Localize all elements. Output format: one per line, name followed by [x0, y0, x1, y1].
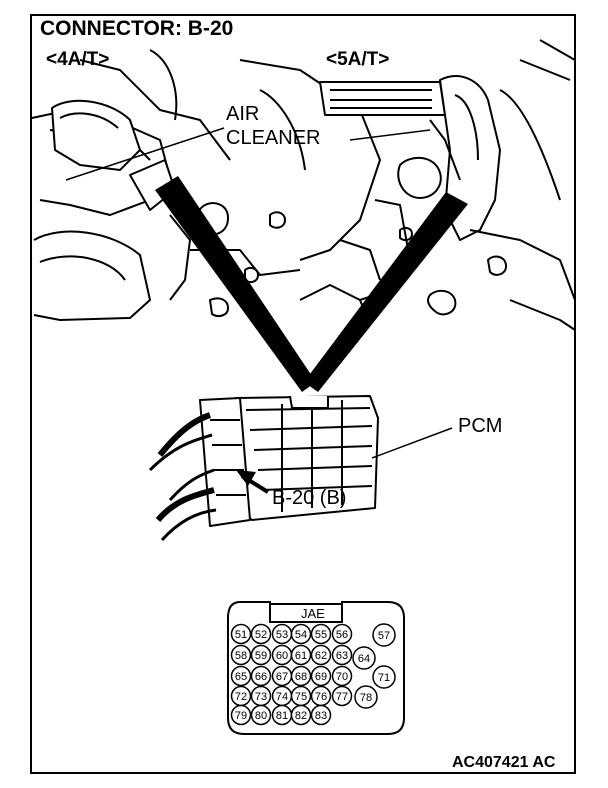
- connector-pin-label-61: 61: [295, 650, 307, 662]
- connector-pin-label-83: 83: [315, 710, 327, 722]
- connector-pin-label-75: 75: [295, 691, 307, 703]
- connector-pin-63: [331, 644, 353, 666]
- connector-pin-77: [331, 685, 353, 707]
- variant-label-right: <5A/T>: [326, 49, 390, 70]
- connector-pin-61: [290, 644, 312, 666]
- connector-pin-58: [230, 644, 252, 666]
- connector-pin-54: [290, 623, 312, 645]
- connector-pin-label-58: 58: [235, 650, 247, 662]
- connector-pointer-arrow: [236, 470, 270, 494]
- engine-bay-drawing: [31, 39, 576, 331]
- air-cleaner-label-line2: CLEANER: [226, 127, 321, 149]
- connector-pin-label-62: 62: [315, 650, 327, 662]
- connector-pin-label-81: 81: [276, 710, 288, 722]
- connector-pin-label-70: 70: [336, 671, 348, 683]
- connector-pin-label-77: 77: [336, 691, 348, 703]
- connector-pin-55: [310, 623, 332, 645]
- connector-pin-66: [250, 665, 272, 687]
- connector-pin-label-73: 73: [255, 691, 267, 703]
- connector-pin-label-66: 66: [255, 671, 267, 683]
- connector-pin-label-65: 65: [235, 671, 247, 683]
- connector-pin-label-55: 55: [315, 629, 327, 641]
- connector-pin-label-63: 63: [336, 650, 348, 662]
- connector-pin-79: [230, 704, 252, 726]
- connector-maker-label: JAE: [301, 606, 325, 621]
- connector-pin-69: [310, 665, 332, 687]
- connector-pin-label-71: 71: [378, 672, 390, 684]
- connector-pin-label-72: 72: [235, 691, 247, 703]
- connector-ref-label: B-20 (B): [272, 487, 347, 509]
- leader-lines: [65, 127, 453, 459]
- connector-pin-label-64: 64: [358, 653, 370, 665]
- connector-pin-label-60: 60: [276, 650, 288, 662]
- connector-pin-label-80: 80: [255, 710, 267, 722]
- connector-pin-label-53: 53: [276, 629, 288, 641]
- connector-pin-label-78: 78: [360, 692, 372, 704]
- connector-pin-68: [290, 665, 312, 687]
- pcm-unit: [148, 395, 379, 542]
- connector-pin-label-68: 68: [295, 671, 307, 683]
- connector-pin-52: [250, 623, 272, 645]
- connector-pin-label-76: 76: [315, 691, 327, 703]
- air-cleaner-label-line1: AIR: [226, 103, 260, 125]
- connector-pin-70: [331, 665, 353, 687]
- connector-pin-59: [250, 644, 272, 666]
- connector-pin-56: [331, 623, 353, 645]
- pcm-label: PCM: [458, 415, 503, 437]
- connector-pin-label-52: 52: [255, 629, 267, 641]
- connector-pin-65: [230, 665, 252, 687]
- connector-pin-layer: 51 52 53 54 55 56 57 58 59 60 61 62 63 64 65 66 67 68 69 70…: [230, 623, 396, 726]
- connector-pin-80: [250, 704, 272, 726]
- connector-pin-label-57: 57: [378, 630, 390, 642]
- connector-pin-label-56: 56: [336, 629, 348, 641]
- variant-label-left: <4A/T>: [46, 49, 110, 70]
- connector-pin-64: [352, 646, 376, 670]
- connector-pin-label-74: 74: [276, 691, 288, 703]
- diagram-frame: [30, 14, 576, 774]
- connector-pin-82: [290, 704, 312, 726]
- connector-pin-78: [354, 685, 378, 709]
- connector-pin-51: [230, 623, 252, 645]
- page-title: CONNECTOR: B-20: [40, 17, 234, 40]
- connector-pin-label-67: 67: [276, 671, 288, 683]
- connector-pin-71: [372, 665, 396, 689]
- connector-pin-label-59: 59: [255, 650, 267, 662]
- connector-pin-57: [372, 623, 396, 647]
- connector-pin-62: [310, 644, 332, 666]
- connector-pin-label-82: 82: [295, 710, 307, 722]
- connector-pin-label-51: 51: [235, 629, 247, 641]
- connector-pin-label-54: 54: [295, 629, 307, 641]
- connector-pin-83: [310, 704, 332, 726]
- connector-pin-label-69: 69: [315, 671, 327, 683]
- callout-wedges: [155, 176, 468, 392]
- connector-pin-label-79: 79: [235, 710, 247, 722]
- figure-id: AC407421 AC: [452, 754, 556, 771]
- connector-face-outline: [227, 601, 405, 735]
